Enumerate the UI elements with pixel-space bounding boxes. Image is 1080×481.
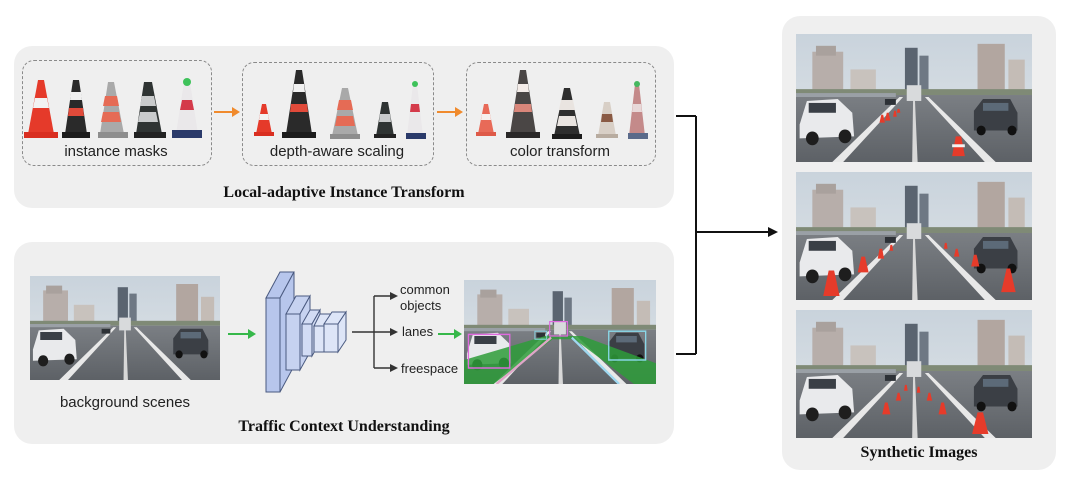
cone-icon <box>254 104 274 136</box>
synthetic-image-2 <box>796 172 1032 300</box>
perception-output-image <box>464 280 656 384</box>
cone-icon <box>506 70 540 138</box>
background-scenes-caption: background scenes <box>59 394 191 411</box>
output-lanes-label: lanes <box>402 324 434 339</box>
cone-icon <box>330 88 360 139</box>
depth-aware-scaling-box <box>242 62 434 166</box>
common-objects-text: common objects <box>400 282 450 313</box>
cone-icon <box>24 80 58 138</box>
color-transform-box <box>466 62 656 166</box>
cone-icon <box>62 80 90 138</box>
arrow-icon <box>437 107 463 117</box>
cone-icon <box>172 78 202 138</box>
cone-icon <box>282 70 316 138</box>
output-branch-arrows <box>352 292 398 372</box>
instance-masks-caption: instance masks <box>64 143 168 160</box>
merge-connector <box>676 115 778 355</box>
instance-masks-cones <box>24 78 202 138</box>
local-instance-transform-title: Local-adaptive Instance Transform <box>223 184 465 201</box>
cone-icon <box>134 82 166 138</box>
cone-icon <box>879 108 965 157</box>
cone-icon <box>628 81 648 139</box>
output-common-objects-label: common objects <box>400 282 456 314</box>
instance-masks-box <box>22 60 212 166</box>
background-scene-image <box>30 276 220 380</box>
cone-icon <box>374 102 396 138</box>
cone-icon <box>476 104 496 136</box>
arrow-icon <box>228 329 256 339</box>
cone-icon <box>406 81 426 139</box>
cone-icon <box>98 82 128 138</box>
synthetic-image-1 <box>796 34 1032 162</box>
traffic-context-title: Traffic Context Understanding <box>238 418 450 435</box>
synthetic-images-title: Synthetic Images <box>860 444 978 461</box>
color-transformed-cones <box>476 70 648 139</box>
arrow-icon <box>438 329 462 339</box>
arrow-icon <box>214 107 240 117</box>
network-icon <box>265 271 347 393</box>
cone-icon <box>596 102 618 138</box>
synthetic-image-3 <box>796 310 1032 438</box>
color-transform-caption: color transform <box>509 143 611 160</box>
depth-scaled-cones <box>254 70 426 139</box>
cone-icon <box>552 88 582 139</box>
output-freespace-label: freespace <box>401 361 459 376</box>
depth-aware-scaling-caption: depth-aware scaling <box>269 143 405 160</box>
